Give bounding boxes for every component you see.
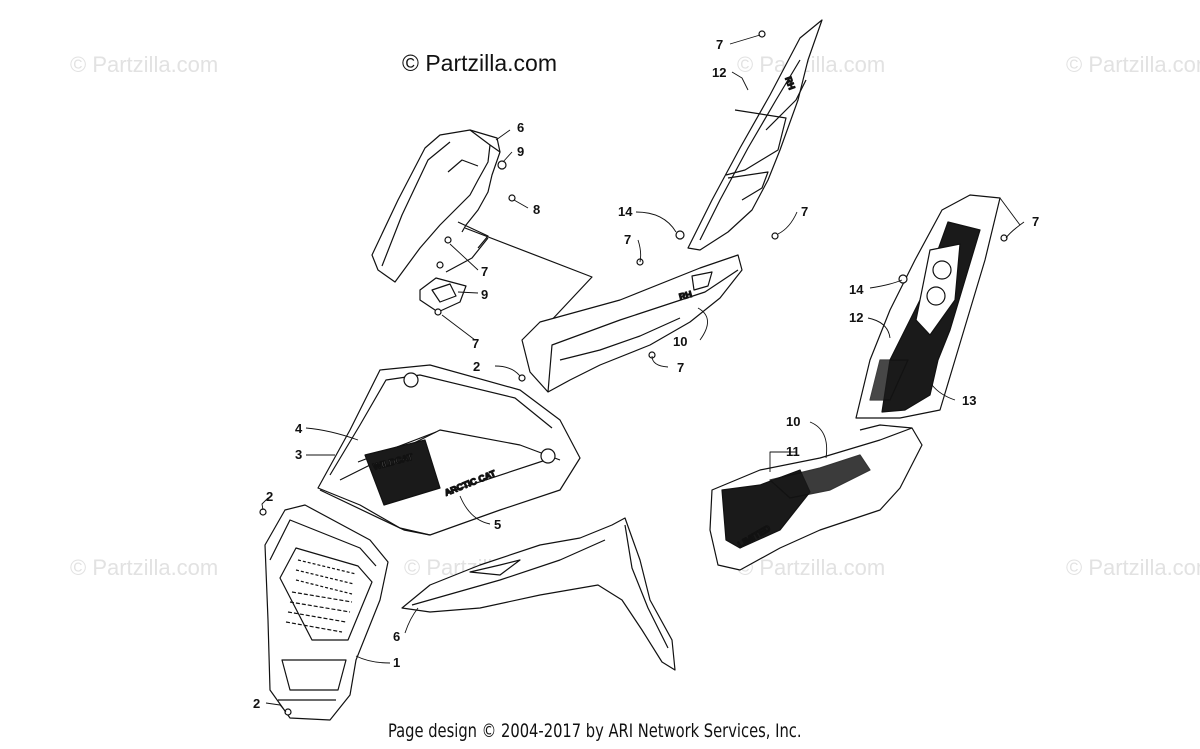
watermark: © Partzilla.com [737,52,886,77]
rh-upper-side-panel: RH [687,19,823,251]
watermark: © Partzilla.com [737,555,886,580]
rh-decal: RH [783,75,797,91]
front-grille [264,504,389,721]
right-side-panel [855,194,1001,419]
callout-7: 7 [624,232,631,247]
callout-14: 14 [618,204,633,219]
callout-2: 2 [253,696,260,711]
callout-12: 12 [712,65,726,80]
callout-7: 7 [801,204,808,219]
rh-decal: RH [678,289,693,302]
brand-logo: © Partzilla.com [402,50,557,76]
callout-7: 7 [1032,214,1039,229]
watermark: © Partzilla.com [1066,52,1200,77]
callout-6: 6 [517,120,524,135]
callout-7: 7 [716,37,723,52]
callout-1: 1 [393,655,400,670]
callout-3: 3 [295,447,302,462]
callout-4: 4 [295,421,303,436]
callout-7: 7 [472,336,479,351]
watermark: © Partzilla.com [70,555,219,580]
lower-side-panel-rh: RH [521,254,743,393]
callout-2: 2 [473,359,480,374]
front-fender [401,517,676,671]
callout-12: 12 [849,310,863,325]
callout-10: 10 [673,334,687,349]
watermark: © Partzilla.com [1066,555,1200,580]
right-lower-panel: LIMITED [709,424,923,571]
callout-7: 7 [677,360,684,375]
hood: WILDCAT ARCTIC CAT [317,364,581,536]
callout-14: 14 [849,282,864,297]
left-upper-guard [371,129,593,326]
callout-2: 2 [266,489,273,504]
callouts: 7 12 6 9 8 14 7 7 7 9 7 10 2 7 7 14 12 1… [253,37,1039,711]
leader-lines [261,34,1025,713]
callout-13: 13 [962,393,976,408]
callout-11: 11 [786,444,800,459]
callout-6: 6 [393,629,400,644]
callout-10: 10 [786,414,800,429]
callout-9: 9 [481,287,488,302]
callout-9: 9 [517,144,524,159]
watermark: © Partzilla.com [70,52,219,77]
callout-7: 7 [481,264,488,279]
callout-5: 5 [494,517,501,532]
callout-8: 8 [533,202,540,217]
page-footer: Page design © 2004-2017 by ARI Network S… [388,720,802,742]
